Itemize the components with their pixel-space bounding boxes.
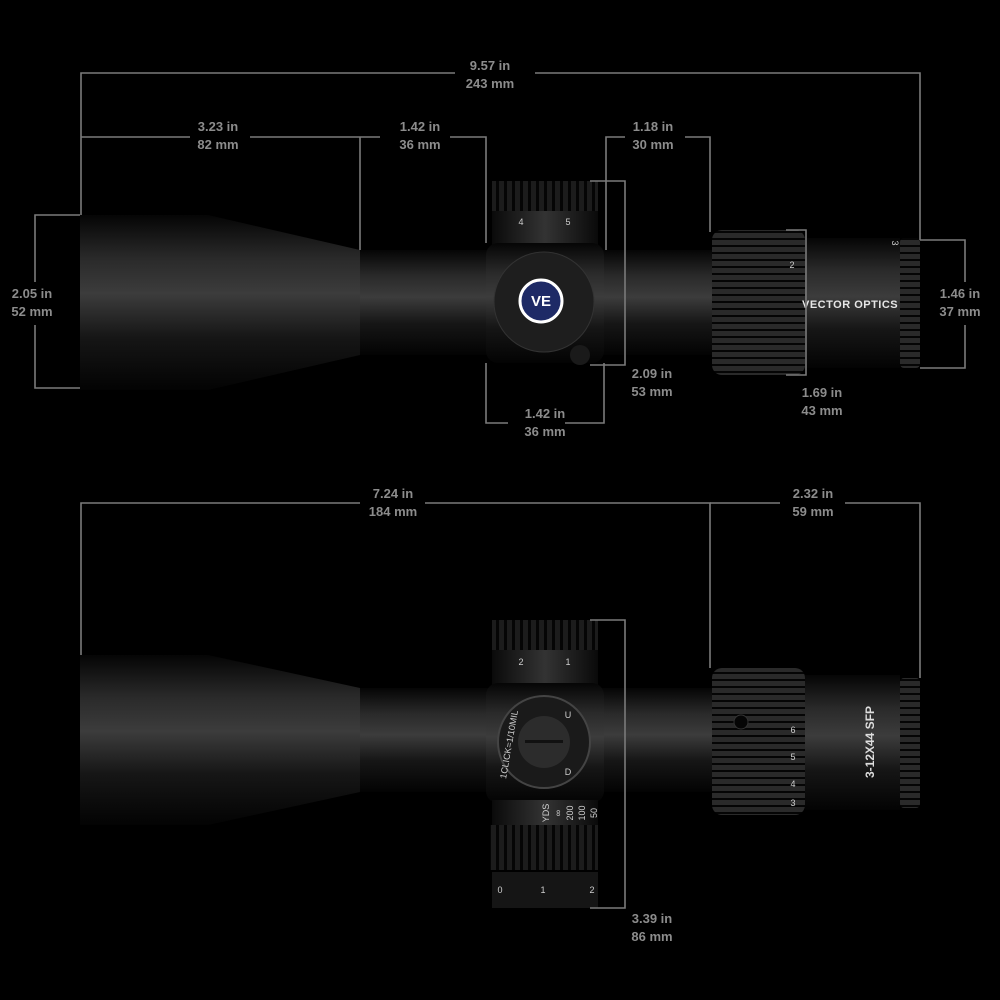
power-ring [712,230,805,375]
dimension-label: 59 mm [792,504,833,519]
elevation-turret-knurl [492,620,598,650]
objective-bell [80,655,208,825]
ocular-ring [900,678,920,808]
side-scope: 2 1 1CLICK=1/10MIL U D YDS ∞ 200 100 50 … [80,620,920,908]
dimension-label: 52 mm [11,304,52,319]
dimension-label: 1.69 in [802,385,843,400]
illumination-mark: 1 [540,885,545,895]
top-scope: 4 5 VE 2 3 VECTOR OPTICS [80,181,920,390]
dimension-label: 1.42 in [400,119,441,134]
top-dimensions: 9.57 in 243 mm 3.23 in 82 mm 1.42 in 36 … [11,58,980,439]
illumination-mark: 2 [589,885,594,895]
elevation-turret-knurl [492,181,598,211]
dimension-label: 2.05 in [12,286,53,301]
ocular-ring [900,238,920,368]
dimension-label: 2.32 in [793,486,834,501]
windage-mark: D [565,767,572,777]
parallax-mark: 50 [589,808,599,818]
parallax-mark: 100 [577,805,587,820]
eyepiece [805,675,900,810]
turret-mark: 2 [518,657,523,667]
power-mark: 2 [789,260,794,270]
power-mark: 3 [790,798,795,808]
turret-mark: 5 [565,217,570,227]
model-text: 3-12X44 SFP [863,706,877,778]
turret-mark: 1 [565,657,570,667]
dimension-label: 3.39 in [632,911,673,926]
illumination-knob [570,345,590,365]
parallax-mark: ∞ [553,810,563,816]
parallax-mark: YDS [541,804,551,823]
dimension-label: 86 mm [631,929,672,944]
power-ring [712,668,805,815]
windage-mark: U [565,710,572,720]
dimension-label: 37 mm [939,304,980,319]
power-mark: 6 [790,725,795,735]
dimension-label: 243 mm [466,76,514,91]
power-mark: 5 [790,752,795,762]
dimension-label: 53 mm [631,384,672,399]
dimension-label: 1.18 in [633,119,674,134]
dimension-label: 36 mm [399,137,440,152]
parallax-mark: 200 [565,805,575,820]
power-mark: 3 [890,240,900,245]
dimension-label: 7.24 in [373,486,414,501]
illumination-dial [492,872,598,908]
parallax-marks: YDS ∞ 200 100 50 [541,804,599,823]
elevation-turret [492,650,598,685]
objective-taper [208,655,360,825]
throw-lever-hole [733,714,749,730]
objective-taper [208,215,360,390]
turret-mark: 4 [518,217,523,227]
power-mark: 4 [790,779,795,789]
illumination-mark: 0 [497,885,502,895]
eyepiece [805,238,900,368]
dimension-label: 3.23 in [198,119,239,134]
dimension-label: 36 mm [524,424,565,439]
side-dimensions: 7.24 in 184 mm 2.32 in 59 mm 3.39 in 86 … [80,486,921,944]
elevation-turret [492,211,598,246]
dimension-label: 2.09 in [632,366,673,381]
logo: VE [531,293,551,310]
dimension-label: 82 mm [197,137,238,152]
dimension-label: 1.46 in [940,286,981,301]
dimension-label: 30 mm [632,137,673,152]
dimension-label: 184 mm [369,504,417,519]
parallax-knurl [490,825,598,870]
parallax-turret [492,800,598,825]
logo-badge [518,278,564,324]
objective-bell [80,215,208,390]
dimension-label: 1.42 in [525,406,566,421]
brand-text: VECTOR OPTICS [802,299,898,311]
dimension-label: 43 mm [801,403,842,418]
dimension-label: 9.57 in [470,58,511,73]
